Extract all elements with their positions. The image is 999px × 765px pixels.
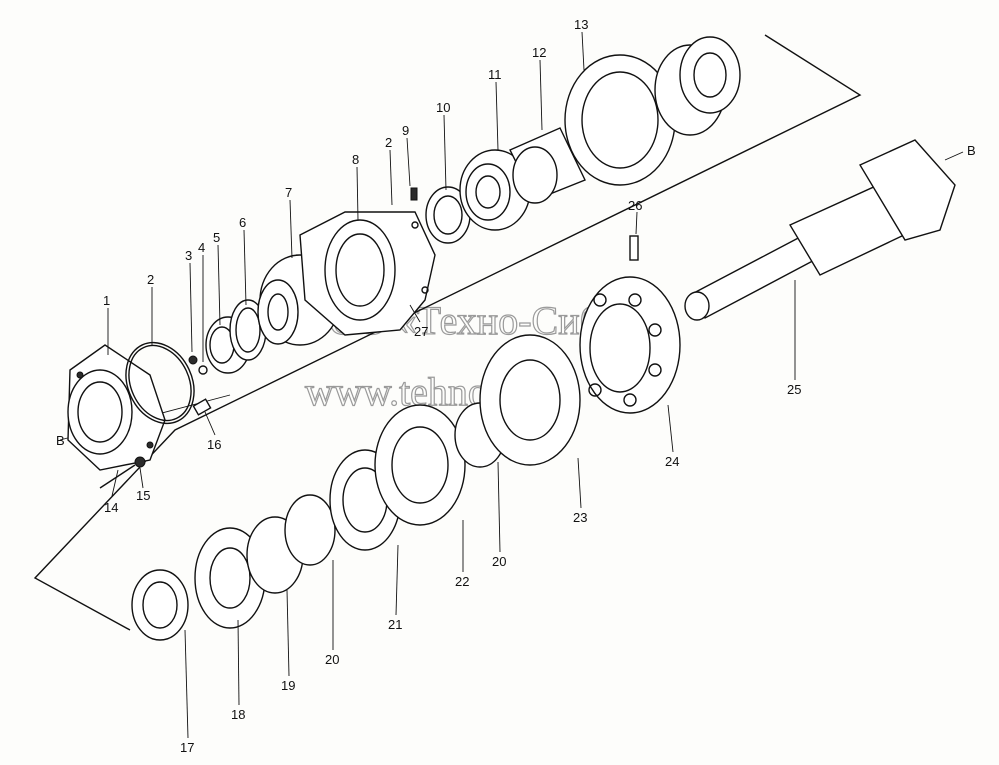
callout-5: 5 (213, 230, 220, 245)
cover-1 (67, 344, 166, 471)
gear-23 (479, 334, 581, 466)
callout-labels: 1 2 2 3 4 5 6 7 8 9 10 11 12 13 14 15 16… (56, 17, 976, 755)
callout-20-lower: 20 (325, 652, 339, 667)
pinion-shaft-25 (684, 139, 956, 321)
pin-9 (410, 187, 418, 201)
housing-8 (299, 211, 436, 336)
callout-B-right: В (967, 143, 976, 158)
callout-25: 25 (787, 382, 801, 397)
callout-17: 17 (180, 740, 194, 755)
gear-22 (374, 404, 466, 526)
bearing-11 (459, 149, 531, 231)
callout-22: 22 (455, 574, 469, 589)
callout-9: 9 (402, 123, 409, 138)
gasket-2 (125, 341, 195, 425)
gear-17 (131, 569, 189, 641)
callout-2-left: 2 (147, 272, 154, 287)
callout-1: 1 (103, 293, 110, 308)
callout-15: 15 (136, 488, 150, 503)
pin-26 (629, 235, 639, 261)
callout-14: 14 (104, 500, 118, 515)
callout-4: 4 (198, 240, 205, 255)
callout-20-upper: 20 (492, 554, 506, 569)
callout-27: 27 (414, 324, 428, 339)
callout-23: 23 (573, 510, 587, 525)
callout-21: 21 (388, 617, 402, 632)
callout-26: 26 (628, 198, 642, 213)
callout-11: 11 (488, 67, 502, 82)
callout-B-left: В (56, 433, 65, 448)
bolts-14-15-16 (99, 398, 212, 489)
gear-13 (564, 36, 741, 186)
callout-13: 13 (574, 17, 588, 32)
callout-24: 24 (665, 454, 679, 469)
callout-7: 7 (285, 185, 292, 200)
sleeve-12 (509, 127, 586, 204)
callout-2-right: 2 (385, 135, 392, 150)
callout-18: 18 (231, 707, 245, 722)
callout-10: 10 (436, 100, 450, 115)
sleeve-20-lower (284, 494, 336, 566)
callout-12: 12 (532, 45, 546, 60)
callout-6: 6 (239, 215, 246, 230)
callout-16: 16 (207, 437, 221, 452)
leader-lines (107, 31, 964, 739)
callout-8: 8 (352, 152, 359, 167)
bearing-24 (579, 276, 681, 414)
callout-19: 19 (281, 678, 295, 693)
callout-3: 3 (185, 248, 192, 263)
nut-3-washer-4 (188, 355, 208, 375)
